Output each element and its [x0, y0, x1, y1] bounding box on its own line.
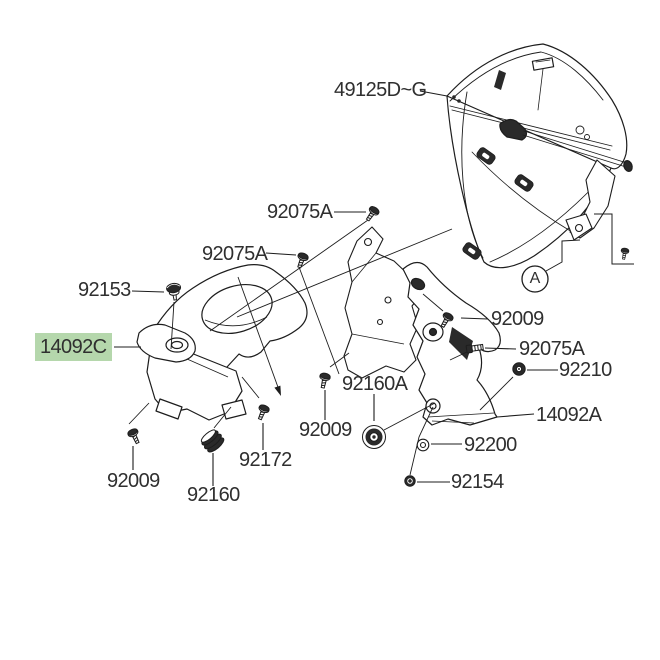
grommet-icon-92210: [512, 362, 526, 376]
part-label-49125dg[interactable]: 49125D~G: [334, 79, 427, 101]
detail-view-marker-label[interactable]: A: [529, 270, 541, 287]
part-label-92075a-upper[interactable]: 92075A: [267, 201, 333, 223]
part-label-92009-left[interactable]: 92009: [107, 470, 160, 492]
damper-icon-92160: [197, 426, 227, 456]
screw-icon-92075a-upper: [362, 204, 381, 224]
screw-icon-92009-left: [126, 426, 143, 446]
screw-icon-92075a-mid: [293, 251, 310, 270]
right-inner-cowl-part: [402, 261, 501, 426]
part-label-92153[interactable]: 92153: [78, 279, 131, 301]
washer-icon-92200: [416, 438, 430, 452]
bolt-icon-92154: [404, 475, 416, 487]
part-label-92154[interactable]: 92154: [451, 471, 504, 493]
section-cut-line: [594, 213, 634, 265]
detail-view-marker-circle: [521, 265, 549, 293]
part-label-92160a[interactable]: 92160A: [342, 373, 408, 395]
middle-bracket-part: [343, 226, 421, 379]
part-label-92210[interactable]: 92210: [559, 359, 612, 381]
screw-icon-cut-section: [619, 247, 630, 261]
stay-rod: [499, 118, 633, 172]
part-label-92075a-mid[interactable]: 92075A: [202, 243, 268, 265]
part-label-92200[interactable]: 92200: [464, 434, 517, 456]
part-label-92160[interactable]: 92160: [187, 484, 240, 506]
part-label-14092a[interactable]: 14092A: [536, 404, 602, 426]
part-label-14092c-highlighted[interactable]: 14092C: [35, 333, 113, 361]
left-inner-cowl-part: [136, 264, 308, 421]
part-label-92009-right[interactable]: 92009: [491, 308, 544, 330]
part-label-92172[interactable]: 92172: [239, 449, 292, 471]
part-label-92075a-right[interactable]: 92075A: [519, 338, 585, 360]
mount-tab: [531, 57, 555, 111]
windshield-clip-icon: [452, 70, 590, 140]
leader-lines: [114, 90, 581, 486]
part-label-92009-mid[interactable]: 92009: [299, 419, 352, 441]
bracket-stay-part: [565, 159, 616, 241]
screw-icon-92172: [254, 403, 271, 422]
damper-icon-92160a: [362, 425, 386, 449]
screw-icon-92009-mid: [317, 371, 332, 390]
upper-cowl-part: [446, 43, 633, 269]
